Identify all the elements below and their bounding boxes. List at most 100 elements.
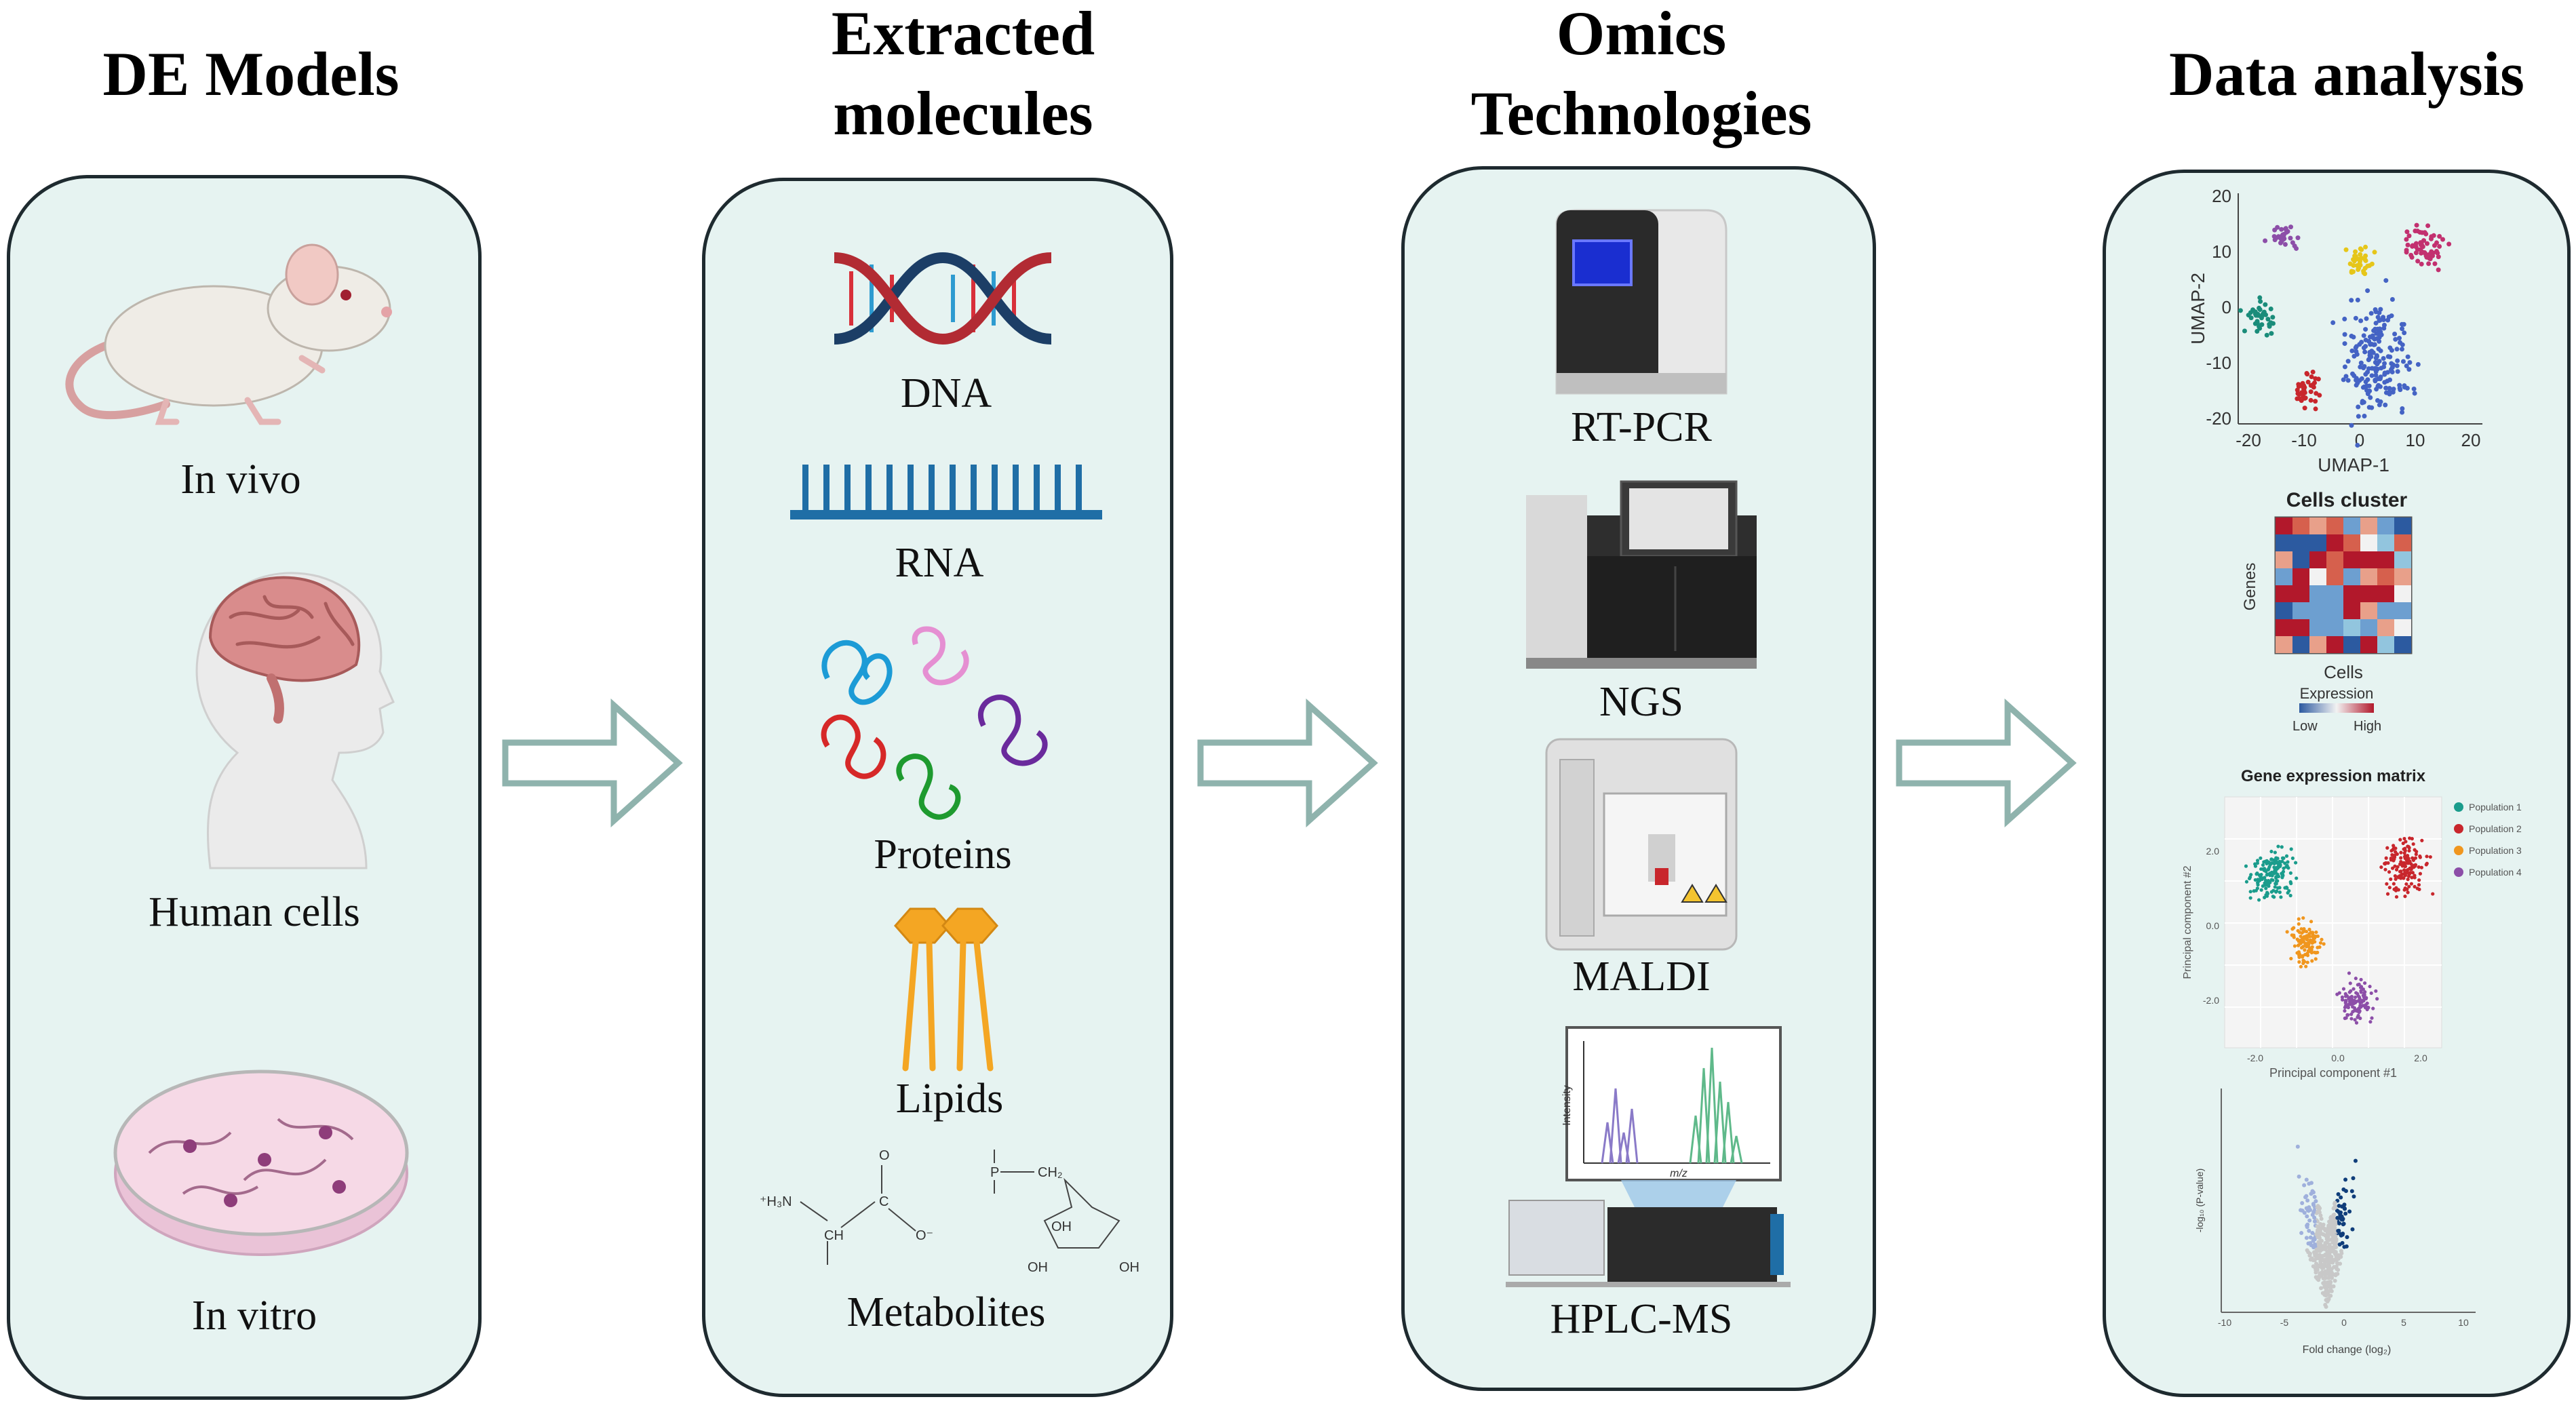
volcano-point <box>2314 1270 2318 1275</box>
umap-xtick: -10 <box>2291 430 2317 450</box>
pca-point <box>2282 866 2286 870</box>
volcano-point <box>2329 1249 2334 1254</box>
heatmap-cell <box>2309 602 2326 619</box>
arrow-right-icon <box>1197 699 1378 827</box>
heatmap-cell <box>2343 517 2360 534</box>
label-maldi: MALDI <box>1572 954 1711 1000</box>
label-rt-pcr: RT-PCR <box>1571 404 1712 450</box>
volcano-point <box>2314 1261 2318 1266</box>
volcano-point <box>2312 1194 2317 1199</box>
volcano-point <box>2343 1177 2348 1182</box>
heatmap-cell <box>2292 585 2309 602</box>
umap-point <box>2419 241 2424 247</box>
lipids-icon <box>894 907 998 1072</box>
pca-point <box>2368 984 2372 989</box>
pca-point <box>2356 983 2360 987</box>
volcano-point <box>2339 1251 2344 1256</box>
pca-point <box>2303 948 2307 952</box>
heatmap-cell <box>2326 517 2343 534</box>
volcano-point <box>2321 1222 2326 1227</box>
umap-point <box>2281 237 2286 242</box>
heatmap-cell <box>2276 636 2292 653</box>
volcano-xtick: 10 <box>2458 1317 2469 1328</box>
pca-point <box>2259 888 2263 892</box>
pca-point <box>2292 933 2296 937</box>
heatmap-cell <box>2326 585 2343 602</box>
heatmap-cell <box>2326 551 2343 568</box>
volcano-point <box>2350 1227 2355 1232</box>
umap-point <box>2258 299 2263 305</box>
umap-xtick: 0 <box>2355 430 2364 450</box>
heatmap-cell <box>2343 636 2360 653</box>
maldi-machine-icon <box>1545 738 1738 951</box>
umap-point <box>2354 349 2359 354</box>
label-rna: RNA <box>895 540 984 586</box>
umap-point <box>2389 348 2394 353</box>
volcano-point <box>2312 1219 2317 1224</box>
umap-xtick: 10 <box>2406 430 2425 450</box>
umap-point <box>2238 308 2243 313</box>
umap-point <box>2367 388 2373 393</box>
hplc-ms-icon: Intensity m/z <box>1506 1026 1791 1287</box>
umap-point <box>2362 257 2368 262</box>
pca-point <box>2337 991 2341 995</box>
umap-ytick: 20 <box>2212 186 2231 206</box>
volcano-point <box>2305 1214 2309 1219</box>
pca-point <box>2400 864 2404 868</box>
pca-point <box>2269 849 2273 854</box>
heatmap-cell <box>2377 517 2394 534</box>
pca-point <box>2264 886 2268 890</box>
pca-point <box>2290 856 2295 861</box>
umap-point <box>2341 377 2346 383</box>
volcano-point <box>2315 1224 2320 1229</box>
pca-point <box>2418 855 2422 859</box>
pca-point <box>2431 892 2435 896</box>
pca-point <box>2302 928 2306 932</box>
pca-point <box>2305 954 2310 958</box>
umap-point <box>2427 252 2433 257</box>
pca-point <box>2269 857 2273 861</box>
umap-point <box>2390 362 2396 368</box>
pca-point <box>2351 987 2356 991</box>
umap-point <box>2305 372 2310 377</box>
heatmap-cell <box>2292 619 2309 636</box>
heatmap-cell <box>2394 517 2411 534</box>
umap-point <box>2363 327 2368 332</box>
pca-point <box>2413 856 2418 860</box>
pca-point <box>2407 848 2411 853</box>
pca-point <box>2318 941 2323 945</box>
arrow-right-icon <box>1896 699 2077 827</box>
umap-point <box>2412 391 2417 396</box>
pca-point <box>2354 1000 2358 1004</box>
label-lipids: Lipids <box>895 1076 1004 1122</box>
pca-point <box>2265 861 2269 865</box>
volcano-point <box>2335 1215 2340 1220</box>
umap-point <box>2283 226 2288 231</box>
volcano-point <box>2311 1210 2316 1215</box>
pca-ytick: 0.0 <box>2206 920 2220 931</box>
umap-point <box>2356 267 2361 273</box>
volcano-point <box>2318 1213 2323 1218</box>
umap-point <box>2387 386 2392 391</box>
pca-point <box>2288 871 2292 875</box>
umap-point <box>2404 364 2409 369</box>
volcano-point <box>2347 1209 2352 1214</box>
umap-point <box>2375 326 2381 332</box>
umap-point <box>2365 370 2370 375</box>
umap-point <box>2295 391 2301 396</box>
panel-data-analysis <box>2103 170 2571 1397</box>
volcano-point <box>2336 1268 2341 1272</box>
ms-xlabel: m/z <box>1670 1168 1687 1179</box>
pca-point <box>2390 866 2395 870</box>
umap-point <box>2310 370 2316 375</box>
pca-point <box>2269 890 2273 894</box>
pca-point <box>2384 856 2388 860</box>
pca-point <box>2420 838 2424 842</box>
heatmap-cell <box>2377 585 2394 602</box>
umap-point <box>2349 298 2354 303</box>
pca-point <box>2276 874 2281 878</box>
pca-point <box>2244 864 2248 868</box>
umap-point <box>2400 410 2405 415</box>
umap-point <box>2432 243 2437 248</box>
pca-point <box>2299 964 2303 968</box>
